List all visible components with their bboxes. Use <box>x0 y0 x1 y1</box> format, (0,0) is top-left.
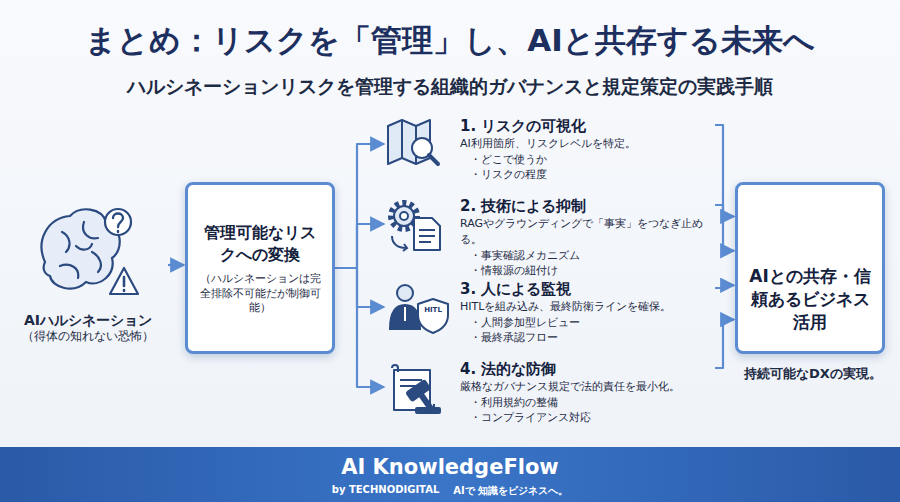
node-heading: 4. 法的な防御 <box>460 359 715 379</box>
subtitle: ハルシネーションリスクを管理する組織的ガバナンスと規定策定の実践手順 <box>0 76 900 98</box>
node-text: 厳格なガバナンス規定で法的責任を最小化。 <box>460 379 715 395</box>
connector-arrow <box>715 205 734 251</box>
node-heading: AIハルシネーション <box>24 311 152 329</box>
node-text: RAGやグラウンディングで「事実」をつなぎ止める。 <box>460 216 715 248</box>
node-heading: 2. 技術による抑制 <box>460 196 715 216</box>
brain-icon <box>42 209 138 294</box>
node-text: （得体の知れない恐怖） <box>22 329 154 345</box>
node-text: HITLを組み込み、最終防衛ラインを確保。 <box>460 299 715 315</box>
chip-label: AI <box>792 209 823 221</box>
connector-arrow <box>335 144 384 268</box>
gear-document-icon <box>391 203 440 251</box>
node-heading: 3. 人による監視 <box>460 279 715 299</box>
connector-arrow <box>335 268 384 387</box>
map-magnifier-icon <box>388 120 438 164</box>
process-box: 管理可能なリスクへの変換 （ハルシネーションは完全排除不可能だが制御可能） <box>185 182 335 354</box>
node-text: 持続可能なDXの実現。 <box>728 365 898 383</box>
node-text: ・情報源の紐付け <box>460 263 715 278</box>
person-shield-icon <box>390 285 448 333</box>
node-text: ・人間参加型レビュー <box>460 315 715 330</box>
step-item: 1. リスクの可視化AI利用箇所、リスクレベルを特定。・どこで使うか・リスクの程… <box>385 114 715 186</box>
node-text: ・リスクの程度 <box>460 167 715 182</box>
node-text: ・どこで使うか <box>460 152 715 167</box>
page-title: まとめ：リスクを「管理」し、AIと共存する未来へ <box>0 22 900 59</box>
node-heading: 1. リスクの可視化 <box>460 116 715 136</box>
node-text: （ハルシネーションは完全排除不可能だが制御可能） <box>198 271 322 314</box>
node-text: ・事実確認メカニズム <box>460 248 715 263</box>
gavel-scroll-icon <box>392 365 442 417</box>
connector-arrow <box>335 268 384 307</box>
problem-node: AIハルシネーション（得体の知れない恐怖） <box>8 205 168 345</box>
node-text: ・最終承認フロー <box>460 330 715 345</box>
connector-arrow <box>715 320 734 368</box>
node-text: ・コンプライアンス対応 <box>460 410 715 425</box>
step-item: 2. 技術による抑制RAGやグラウンディングで「事実」をつなぎ止める。・事実確認… <box>385 194 715 278</box>
goal-box: AIとの共存・信頼あるビジネス活用持続可能なDXの実現。 <box>735 182 885 354</box>
brand-tagline: AIで 知識をビジネスへ。 <box>453 484 568 498</box>
brand-by: by TECHNODIGITAL <box>332 484 440 498</box>
brand-name: AI KnowledgeFlow <box>0 455 900 480</box>
node-text: AI利用箇所、リスクレベルを特定。 <box>460 136 715 152</box>
connector-arrow <box>335 224 384 268</box>
node-heading: AIとの共存・信頼あるビジネス活用 <box>748 265 872 334</box>
shield-label: HITL <box>418 306 448 314</box>
node-heading: 管理可能なリスクへの変換 <box>198 222 322 265</box>
connector-arrow <box>715 285 734 288</box>
connector-arrow <box>715 125 734 216</box>
node-text: ・利用規約の整備 <box>460 395 715 410</box>
connector-arrow <box>168 264 184 266</box>
step-item: 4. 法的な防御厳格なガバナンス規定で法的責任を最小化。・利用規約の整備・コンプ… <box>385 357 715 429</box>
tagline-row: by TECHNODIGITAL AIで 知識をビジネスへ。 <box>0 484 900 498</box>
